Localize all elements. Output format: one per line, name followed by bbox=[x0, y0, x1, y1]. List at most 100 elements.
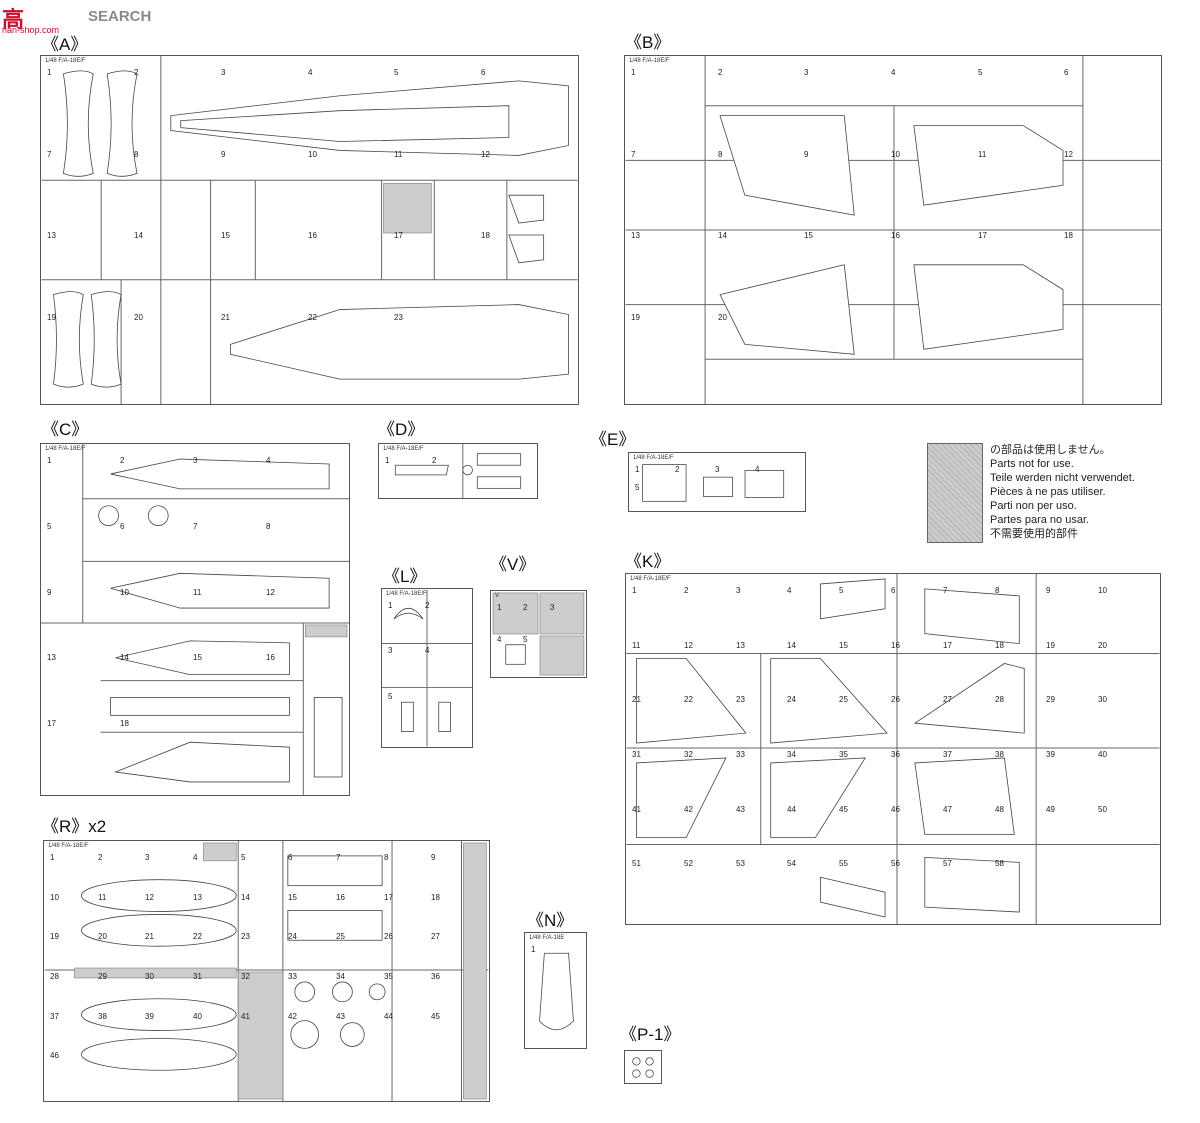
part-number: 18 bbox=[995, 641, 1004, 650]
part-number: 38 bbox=[995, 750, 1004, 759]
part-number: 15 bbox=[221, 231, 230, 240]
part-number: 5 bbox=[839, 586, 844, 595]
part-number: 46 bbox=[891, 805, 900, 814]
sprue-l-tag: 1/48 F/A-18E/F bbox=[386, 591, 427, 597]
part-number: 11 bbox=[978, 150, 987, 159]
part-number: 9 bbox=[1046, 586, 1051, 595]
part-number: 35 bbox=[839, 750, 848, 759]
part-number: 1 bbox=[47, 68, 52, 77]
part-number: 2 bbox=[675, 465, 680, 474]
part-number: 1 bbox=[385, 456, 390, 465]
part-number: 15 bbox=[804, 231, 813, 240]
part-number: 27 bbox=[431, 932, 440, 941]
part-number: 4 bbox=[425, 646, 430, 655]
part-number: 18 bbox=[481, 231, 490, 240]
part-number: 34 bbox=[336, 972, 345, 981]
part-number: 2 bbox=[432, 456, 437, 465]
part-number: 41 bbox=[632, 805, 641, 814]
part-number: 4 bbox=[787, 586, 792, 595]
part-number: 10 bbox=[50, 893, 59, 902]
legend-line: 不需要使用的部件 bbox=[990, 528, 1078, 540]
part-number: 29 bbox=[1046, 695, 1055, 704]
sprue-r-tag: 1/48 F/A-18E/F bbox=[48, 843, 89, 849]
sprue-n-tag: 1/48 F/A-18E bbox=[529, 935, 565, 941]
part-number: 7 bbox=[631, 150, 636, 159]
sprue-k-drawing bbox=[626, 574, 1160, 924]
part-number: 48 bbox=[995, 805, 1004, 814]
legend-text: の部品は使用しません。 Parts not for use. Teile wer… bbox=[990, 443, 1135, 541]
sprue-p1-label: 《P-1》 bbox=[620, 1025, 681, 1044]
part-number: 54 bbox=[787, 859, 796, 868]
part-number: 3 bbox=[193, 456, 198, 465]
part-number: 39 bbox=[145, 1012, 154, 1021]
part-number: 9 bbox=[804, 150, 809, 159]
part-number: 5 bbox=[635, 483, 640, 492]
part-number: 17 bbox=[978, 231, 987, 240]
part-number: 13 bbox=[631, 231, 640, 240]
part-number: 5 bbox=[388, 692, 393, 701]
part-number: 4 bbox=[193, 853, 198, 862]
part-number: 31 bbox=[632, 750, 641, 759]
sprue-b-drawing bbox=[625, 56, 1161, 404]
legend-swatch bbox=[927, 443, 983, 543]
part-number: 2 bbox=[425, 601, 430, 610]
part-number: 7 bbox=[47, 150, 52, 159]
part-number: 1 bbox=[497, 603, 502, 612]
part-number: 25 bbox=[839, 695, 848, 704]
part-number: 14 bbox=[120, 653, 129, 662]
sprue-k-tag: 1/48 F/A-18E/F bbox=[630, 576, 671, 582]
part-number: 26 bbox=[891, 695, 900, 704]
part-number: 9 bbox=[431, 853, 436, 862]
part-number: 42 bbox=[684, 805, 693, 814]
part-number: 12 bbox=[481, 150, 490, 159]
sprue-d-tag: 1/48 F/A-18E/F bbox=[383, 446, 424, 452]
part-number: 17 bbox=[47, 719, 56, 728]
watermark-logo: 高 SEARCH nan-shop.com bbox=[2, 2, 202, 36]
part-number: 5 bbox=[523, 635, 528, 644]
part-number: 5 bbox=[241, 853, 246, 862]
sprue-c-drawing bbox=[41, 444, 349, 795]
legend-line: Teile werden nicht verwendet. bbox=[990, 472, 1135, 484]
part-number: 2 bbox=[523, 603, 528, 612]
part-number: 30 bbox=[1098, 695, 1107, 704]
part-number: 49 bbox=[1046, 805, 1055, 814]
part-number: 18 bbox=[1064, 231, 1073, 240]
part-number: 23 bbox=[241, 932, 250, 941]
part-number: 40 bbox=[193, 1012, 202, 1021]
part-number: 5 bbox=[47, 522, 52, 531]
part-number: 50 bbox=[1098, 805, 1107, 814]
part-number: 20 bbox=[134, 313, 143, 322]
part-number: 57 bbox=[943, 859, 952, 868]
part-number: 14 bbox=[787, 641, 796, 650]
part-number: 18 bbox=[120, 719, 129, 728]
part-number: 27 bbox=[943, 695, 952, 704]
part-number: 46 bbox=[50, 1051, 59, 1060]
sprue-d-drawing bbox=[394, 444, 522, 498]
part-number: 1 bbox=[47, 456, 52, 465]
part-number: 45 bbox=[431, 1012, 440, 1021]
part-number: 47 bbox=[943, 805, 952, 814]
part-number: 2 bbox=[134, 68, 139, 77]
part-number: 1 bbox=[635, 465, 640, 474]
part-number: 7 bbox=[336, 853, 341, 862]
part-number: 16 bbox=[266, 653, 275, 662]
part-number: 21 bbox=[632, 695, 641, 704]
part-number: 15 bbox=[193, 653, 202, 662]
sprue-p1 bbox=[624, 1050, 662, 1084]
parts-legend: の部品は使用しません。 Parts not for use. Teile wer… bbox=[927, 443, 1177, 543]
sprue-v-tag: V bbox=[495, 593, 500, 599]
part-number: 3 bbox=[736, 586, 741, 595]
part-number: 12 bbox=[266, 588, 275, 597]
part-number: 13 bbox=[193, 893, 202, 902]
part-number: 18 bbox=[431, 893, 440, 902]
sprue-n-label: 《N》 bbox=[527, 911, 574, 930]
part-number: 55 bbox=[839, 859, 848, 868]
part-number: 6 bbox=[891, 586, 896, 595]
part-number: 39 bbox=[1046, 750, 1055, 759]
